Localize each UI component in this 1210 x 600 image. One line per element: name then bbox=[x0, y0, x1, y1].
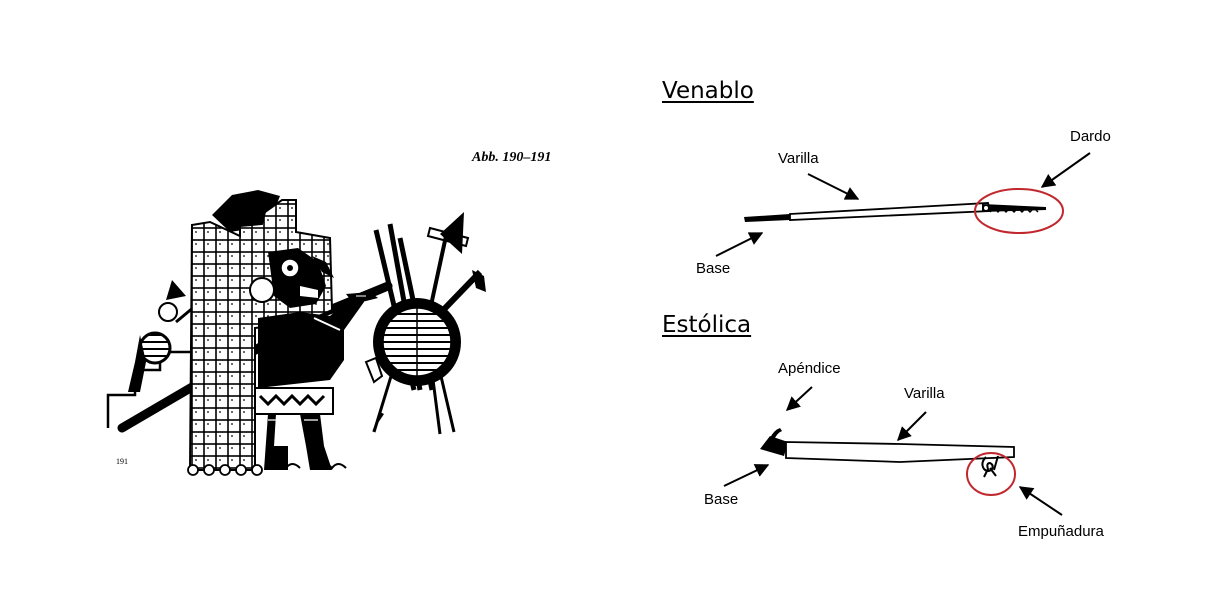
arrow-apendice bbox=[785, 386, 813, 411]
arrow-base-venablo bbox=[715, 232, 764, 257]
figure-caption: Abb. 190–191 bbox=[472, 150, 552, 165]
round-shield bbox=[364, 298, 461, 386]
estolica-label-base: Base bbox=[704, 491, 739, 508]
arrow-varilla-estolica bbox=[897, 411, 927, 441]
arrow-varilla-venablo bbox=[807, 173, 860, 200]
arrow-dardo bbox=[1040, 152, 1091, 188]
warrior-head bbox=[249, 248, 334, 308]
empunadura-highlight bbox=[966, 452, 1016, 496]
venablo-spear bbox=[744, 202, 1046, 222]
estolica-spear-thrower bbox=[760, 428, 1015, 478]
dardo-highlight bbox=[974, 188, 1064, 234]
moche-warrior-illustration bbox=[106, 190, 486, 476]
venablo-label-varilla: Varilla bbox=[778, 150, 819, 167]
venablo-title: Venablo bbox=[662, 78, 754, 104]
arrow-base-estolica bbox=[723, 464, 770, 487]
estolica-label-varilla: Varilla bbox=[904, 385, 945, 402]
arrow-empunadura bbox=[1018, 486, 1063, 516]
estolica-title: Estólica bbox=[662, 312, 752, 338]
venablo-label-base: Base bbox=[696, 260, 731, 277]
estolica-label-apendice: Apéndice bbox=[778, 360, 841, 377]
venablo-label-dardo: Dardo bbox=[1070, 128, 1111, 145]
estolica-label-empunadura: Empuñadura bbox=[1018, 523, 1104, 540]
figure-number: 191 bbox=[116, 457, 128, 466]
